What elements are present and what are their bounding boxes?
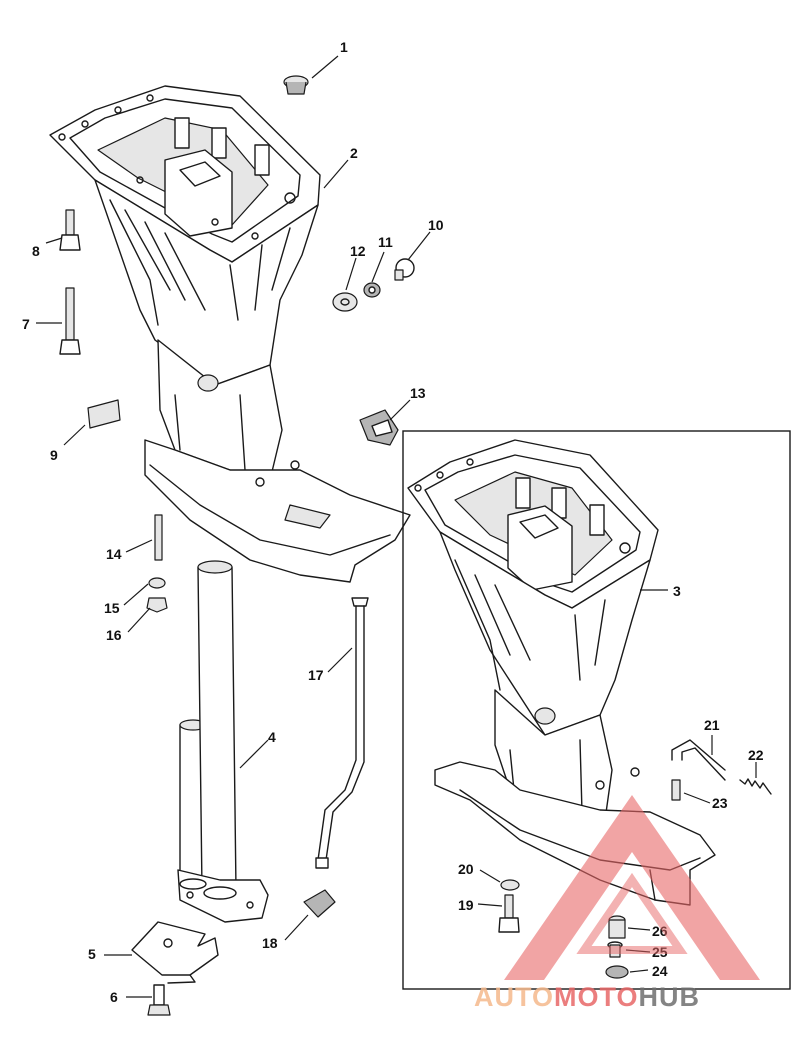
svg-text:AUTOMOTOHUB: AUTOMOTOHUB [474,982,700,1012]
grommet-18 [303,889,336,918]
plate-bracket [131,921,219,984]
callout-7: 7 [22,316,30,332]
callout-16: 16 [106,627,122,643]
callout-13: 13 [410,385,426,401]
washer-15 [148,577,166,589]
callout-1: 1 [340,39,348,55]
grommet-13 [359,409,399,446]
bolt-6 [147,984,171,1016]
callout-24: 24 [652,963,668,979]
exhaust-tube-assembly [177,560,269,923]
callout-22: 22 [748,747,764,763]
bolt-7 [59,287,81,355]
nut-16 [146,597,168,613]
callout-18: 18 [262,935,278,951]
callout-4: 4 [268,729,276,745]
bolt-19 [498,894,520,933]
callout-8: 8 [32,243,40,259]
watermark-logo: AUTOMOTOHUB [474,795,760,1012]
callout-20: 20 [458,861,474,877]
callout-21: 21 [704,717,720,733]
callout-23: 23 [712,795,728,811]
leader-lines [36,55,757,998]
callout-19: 19 [458,897,474,913]
water-tube-17 [315,597,369,869]
watermark-text-moto: MOTO [554,982,639,1012]
callout-17: 17 [308,667,324,683]
cap-24 [605,965,629,979]
sleeve-26 [608,915,626,939]
hose-21 [671,739,726,781]
washer-20 [500,879,520,891]
callout-3: 3 [673,583,681,599]
callout-9: 9 [50,447,58,463]
callout-6: 6 [110,989,118,1005]
callout-14: 14 [106,546,122,562]
fitting-23 [671,779,681,801]
callout-15: 15 [104,600,120,616]
stud-14 [154,514,163,561]
inset-frame [402,430,791,990]
spring-22 [739,778,772,795]
callout-labels: 1 2 3 4 5 6 7 8 9 10 11 12 13 14 15 16 1… [22,39,764,1005]
watermark-triangle [504,795,760,980]
pad-9 [87,399,121,429]
watermark-text-hub: HUB [639,982,701,1012]
callout-2: 2 [350,145,358,161]
callout-10: 10 [428,217,444,233]
grommet-1 [283,75,309,95]
bolt-8 [59,209,81,251]
callout-12: 12 [350,243,366,259]
housing-alternate [407,439,716,906]
watermark-triangle-inner [576,872,688,954]
driveshaft-housing [49,85,411,583]
watermark-text-auto: AUTO [474,982,554,1012]
callout-11: 11 [378,234,393,250]
callout-5: 5 [88,946,96,962]
washer-set-10-12 [332,258,415,312]
